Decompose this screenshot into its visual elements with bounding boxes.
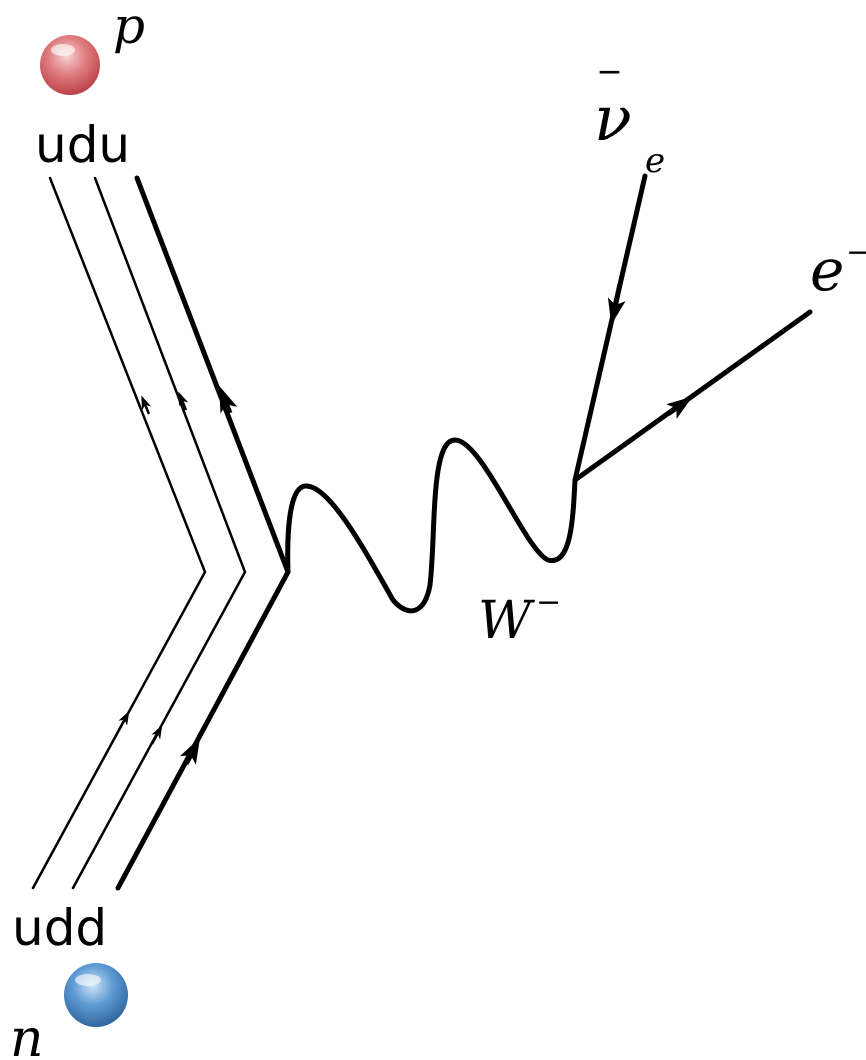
- proton-symbol: p: [113, 0, 145, 55]
- arrow-lower-2: [150, 724, 163, 745]
- electron-line: [572, 309, 813, 483]
- proton-quarks-label: udu: [35, 116, 130, 174]
- quark-arrows: [117, 385, 238, 766]
- antineutrino-bar: ‾: [599, 65, 620, 109]
- antineutrino-line: [572, 173, 648, 483]
- neutron-symbol: n: [10, 1009, 44, 1060]
- arrow-upper-3: [219, 385, 238, 414]
- electron-arrow: [666, 396, 693, 419]
- w-boson-line: [285, 437, 578, 614]
- arrow-upper-1: [141, 395, 152, 415]
- electron-symbol: e: [810, 236, 844, 304]
- w-boson-charge: −: [536, 585, 561, 620]
- antineutrino-arrow: [607, 283, 626, 325]
- antineutrino-symbol: ν: [594, 82, 632, 155]
- w-boson-label: W: [478, 591, 535, 651]
- arrow-lower-3: [179, 737, 201, 766]
- arrow-lower-1: [117, 710, 130, 731]
- neutron-quarks-label: udd: [12, 899, 107, 957]
- quark-lines: [31, 175, 291, 891]
- proton-ball: [40, 35, 100, 95]
- quark-line-2: [71, 176, 247, 890]
- neutron-ball: [64, 963, 128, 1027]
- arrow-upper-2: [178, 391, 189, 411]
- antineutrino-flavor: e: [645, 141, 665, 181]
- quark-line-3-changing: [115, 175, 291, 891]
- electron-charge: −: [846, 235, 866, 270]
- quark-line-1: [31, 176, 207, 890]
